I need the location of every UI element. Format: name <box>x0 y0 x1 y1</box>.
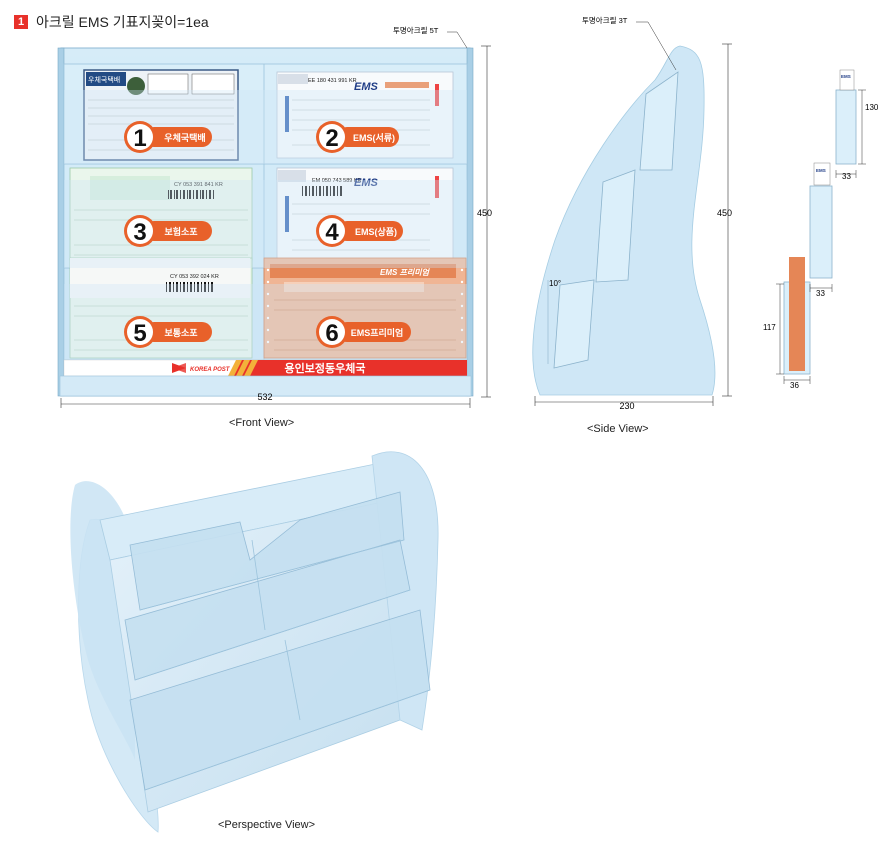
page-title: 1 아크릴 EMS 기표지꽂이=1ea <box>14 12 209 32</box>
front-height-label: 450 <box>477 208 492 218</box>
form3-barcode-text: CY 053 391 841 KR <box>174 182 223 188</box>
slot-badge-1: 1 우체국택배 <box>124 121 212 153</box>
slot-badge-3: 3 보험소포 <box>124 215 212 247</box>
slot-5-label: 보통소포 <box>164 328 198 338</box>
perspective-view-caption: <Perspective View> <box>218 819 316 831</box>
footer-logo-text: KOREA POST <box>190 367 231 373</box>
form5-barcode-text: CY 053 392 024 KR <box>170 274 219 280</box>
slot-2-number: 2 <box>325 125 338 152</box>
side-view-drawing <box>532 45 716 396</box>
side-material-note: 투명아크릴 3T <box>582 15 628 25</box>
footer-office-name: 용인보정동우체국 <box>285 361 366 375</box>
slot-badge-6: 6 EMS프리미엄 <box>316 316 411 348</box>
form-4: EM 050 743 589 KR EMS <box>276 167 454 261</box>
title-text: 아크릴 EMS 기표지꽂이=1ea <box>36 14 209 30</box>
slot-badge-5: 5 보통소포 <box>124 316 212 348</box>
slot-1-label: 우체국택배 <box>164 132 205 143</box>
slot-4-number: 4 <box>325 219 339 246</box>
perspective-view-drawing <box>70 451 439 833</box>
side-view-caption: <Side View> <box>587 423 649 435</box>
form4-brand: EMS <box>354 177 379 189</box>
form2-barcode-text: EE 180 431 991 KR <box>308 78 357 84</box>
footer-banner: KOREA POST 용인보정동우체국 <box>63 359 468 377</box>
slot-3-label: 보험소포 <box>164 226 198 237</box>
form1-header: 우체국택배 <box>88 75 120 84</box>
side-angle-label: 10° <box>549 279 561 288</box>
slot-6-number: 6 <box>325 320 338 347</box>
slot-6-label: EMS프리미엄 <box>351 327 404 338</box>
front-width-dimension <box>60 398 471 408</box>
slot-3-number: 3 <box>133 219 146 246</box>
slot-4-label: EMS(상품) <box>355 226 397 237</box>
title-number: 1 <box>14 15 28 29</box>
detail-tag-mid: EMS <box>816 168 826 173</box>
form-3: CY 053 391 841 KR <box>69 167 253 261</box>
detail-bottom-depth: 36 <box>790 381 799 390</box>
pocket-detail-drawing: EMS EMS <box>783 69 857 375</box>
front-material-note: 투명아크릴 5T <box>393 25 439 35</box>
slot-5-number: 5 <box>133 320 146 347</box>
detail-mid-depth: 33 <box>816 289 825 298</box>
side-height-dimension <box>722 43 732 397</box>
front-width-label: 532 <box>257 392 272 402</box>
detail-tag-top: EMS <box>841 74 851 79</box>
front-height-dimension <box>481 45 491 398</box>
detail-dimensions <box>776 89 866 384</box>
side-width-dimension <box>534 396 714 406</box>
form6-brand: EMS 프리미엄 <box>380 268 431 277</box>
form2-brand: EMS <box>354 81 379 93</box>
front-view-caption: <Front View> <box>229 417 295 429</box>
korea-post-logo-icon <box>172 363 186 373</box>
detail-bottom-height: 117 <box>763 323 776 332</box>
slot-badge-2: 2 EMS(서류) <box>316 121 399 153</box>
form4-barcode-text: EM 050 743 589 KR <box>312 178 362 184</box>
side-height-label: 450 <box>717 208 732 218</box>
slot-2-label: EMS(서류) <box>353 132 395 143</box>
side-width-label: 230 <box>619 401 634 411</box>
slot-1-number: 1 <box>133 125 146 152</box>
detail-top-depth: 33 <box>842 172 851 181</box>
detail-top-height: 130 <box>865 103 879 112</box>
slot-badge-4: 4 EMS(상품) <box>316 215 403 247</box>
front-view-drawing: 우체국택배 EE 180 431 991 KR EMS <box>57 47 474 397</box>
